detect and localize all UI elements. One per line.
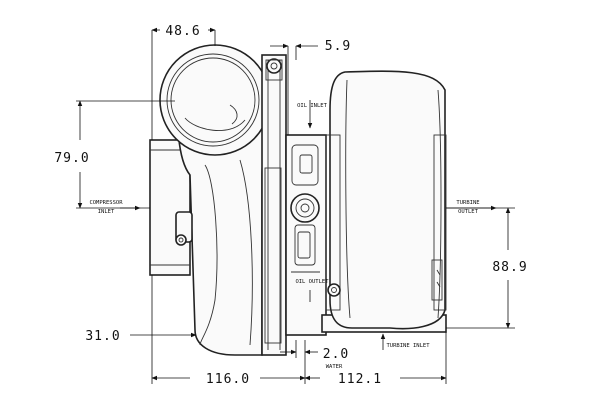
compressor-housing — [149, 44, 271, 356]
backplate — [261, 54, 287, 356]
turbine-outlet-label-1: TURBINE — [456, 200, 479, 206]
dim-label-2-0: 2.0 — [323, 347, 349, 362]
center-housing — [285, 134, 327, 336]
turbine-housing — [321, 70, 447, 333]
dim-label-79-0: 79.0 — [54, 151, 89, 166]
turbine-inlet-label: TURBINE INLET — [386, 343, 430, 349]
dim-label-88-9: 88.9 — [492, 260, 527, 275]
dim-water — [280, 340, 318, 358]
compressor-inlet-label-2: INLET — [98, 209, 115, 215]
turbine-outlet-label-2: OUTLET — [458, 209, 479, 215]
dim-label-116-0: 116.0 — [206, 372, 250, 387]
dim-label-48-6: 48.6 — [165, 24, 200, 39]
compressor-inlet-label-1: COMPRESSOR — [89, 200, 123, 206]
dim-bottom — [151, 275, 447, 384]
oil-inlet-label: OIL INLET — [297, 103, 327, 109]
dim-top-compressor — [151, 27, 216, 140]
oil-outlet-label: OIL OUTLET — [295, 279, 329, 285]
water-label: WATER — [326, 364, 343, 370]
dim-label-112-1: 112.1 — [338, 372, 382, 387]
dim-label-31-0: 31.0 — [85, 329, 120, 344]
dim-top-oil — [270, 43, 318, 135]
dim-label-5-9: 5.9 — [325, 39, 351, 54]
